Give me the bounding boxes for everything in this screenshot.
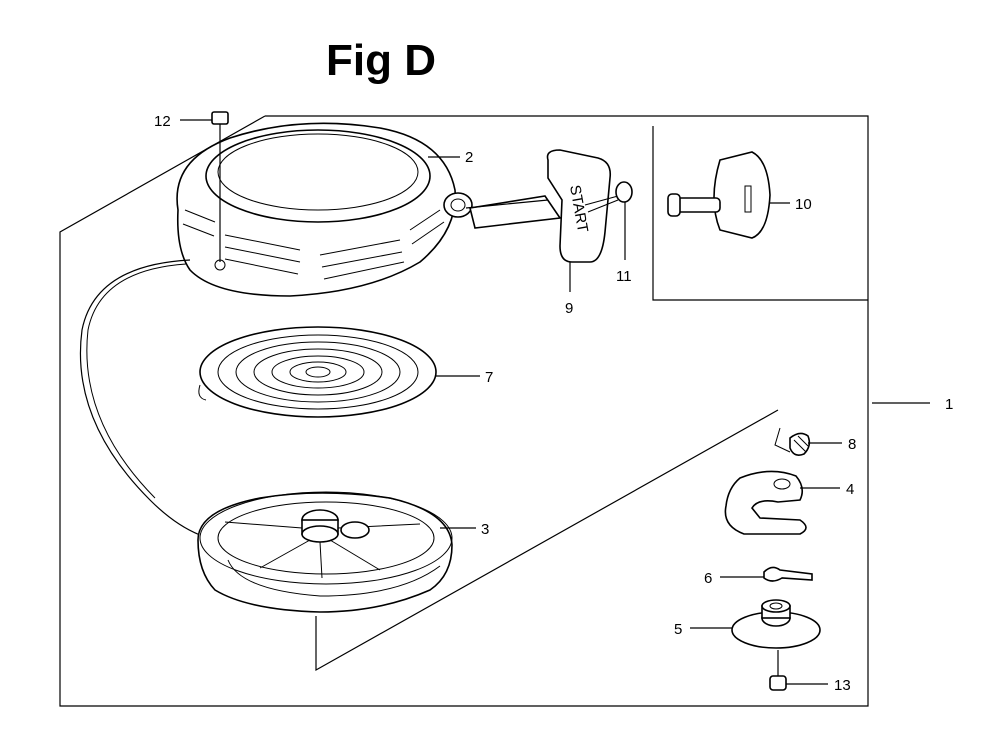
callout-10: 10 — [795, 196, 812, 213]
callout-3: 3 — [481, 521, 489, 538]
callout-5: 5 — [674, 621, 682, 638]
callout-1: 1 — [945, 396, 953, 413]
pawl-4 — [724, 470, 807, 535]
screw-13 — [769, 650, 787, 691]
callout-7: 7 — [485, 369, 493, 386]
callout-4: 4 — [846, 481, 854, 498]
callout-13: 13 — [834, 677, 851, 694]
friction-plate-5 — [731, 599, 821, 649]
reel-group-bracket — [315, 409, 779, 672]
rope-knot-11 — [584, 181, 633, 213]
friction-spring-6 — [763, 566, 813, 582]
callout-9: 9 — [565, 300, 573, 317]
ratchet-spring-8 — [774, 427, 811, 456]
rope-reel — [197, 491, 453, 613]
spiral-spring — [198, 326, 437, 418]
callout-12: 12 — [154, 113, 171, 130]
recoil-cover — [176, 122, 473, 297]
leader-lines — [180, 119, 930, 685]
starter-handle: START — [469, 149, 612, 263]
callout-6: 6 — [704, 570, 712, 587]
inset-box — [652, 126, 868, 301]
callout-2: 2 — [465, 149, 473, 166]
figure-title: Fig D — [326, 36, 436, 85]
callout-8: 8 — [848, 436, 856, 453]
assembly-outline — [59, 115, 869, 707]
bolt-12 — [211, 111, 229, 262]
alt-handle-10 — [667, 151, 771, 239]
callout-11: 11 — [616, 268, 632, 285]
starter-rope — [79, 259, 201, 536]
